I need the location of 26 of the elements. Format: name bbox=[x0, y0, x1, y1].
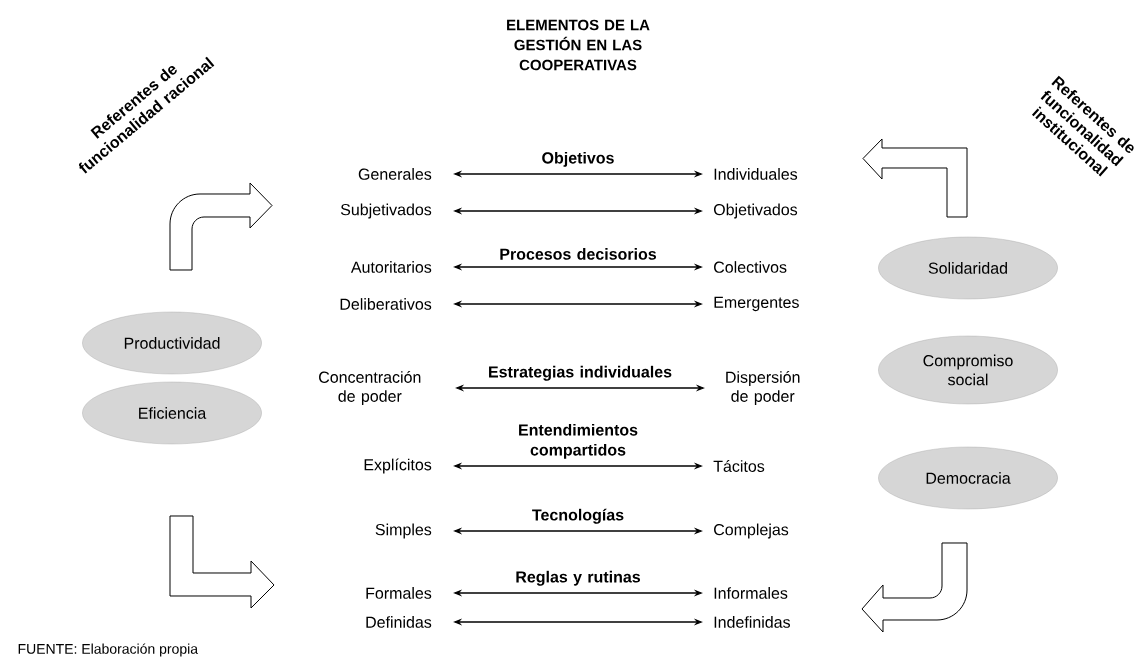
pole-label: Subjetivados bbox=[340, 203, 432, 219]
source-note: FUENTE: Elaboración propia bbox=[18, 643, 199, 657]
pole-label: Generales bbox=[358, 168, 432, 180]
pole-label: Concentración de poder bbox=[319, 370, 421, 406]
edge-label: Procesos decisorios bbox=[500, 248, 657, 260]
pole-label: Dispersión de poder bbox=[726, 370, 800, 406]
pole-label: Emergentes bbox=[714, 296, 799, 312]
pole-label: Indefinidas bbox=[714, 616, 790, 628]
pole-label: Simples bbox=[375, 523, 432, 539]
pole-label: Colectivos bbox=[714, 261, 787, 273]
edge-label: Objetivos bbox=[542, 151, 614, 167]
pole-label: Complejas bbox=[714, 523, 789, 539]
pole-label: Tácitos bbox=[713, 460, 765, 472]
pole-label: Deliberativos bbox=[340, 298, 432, 310]
edge-label: Estrategias individuales bbox=[489, 365, 672, 381]
pole-label: Objetivados bbox=[713, 203, 798, 219]
pole-label: Definidas bbox=[366, 616, 432, 628]
pole-label: Autoritarios bbox=[350, 261, 432, 273]
pole-label: Explícitos bbox=[364, 458, 432, 474]
title: ELEMENTOS DE LA GESTIÓN EN LAS COOPERATIVAS bbox=[507, 19, 650, 71]
edge-label: Tecnologías bbox=[532, 508, 624, 524]
edge-label: Entendimientos compartidos bbox=[519, 423, 638, 459]
pole-label: Individuales bbox=[714, 168, 798, 180]
edge-label: Reglas y rutinas bbox=[516, 570, 640, 586]
pole-label: Informales bbox=[714, 587, 788, 599]
pole-label: Formales bbox=[366, 587, 432, 599]
